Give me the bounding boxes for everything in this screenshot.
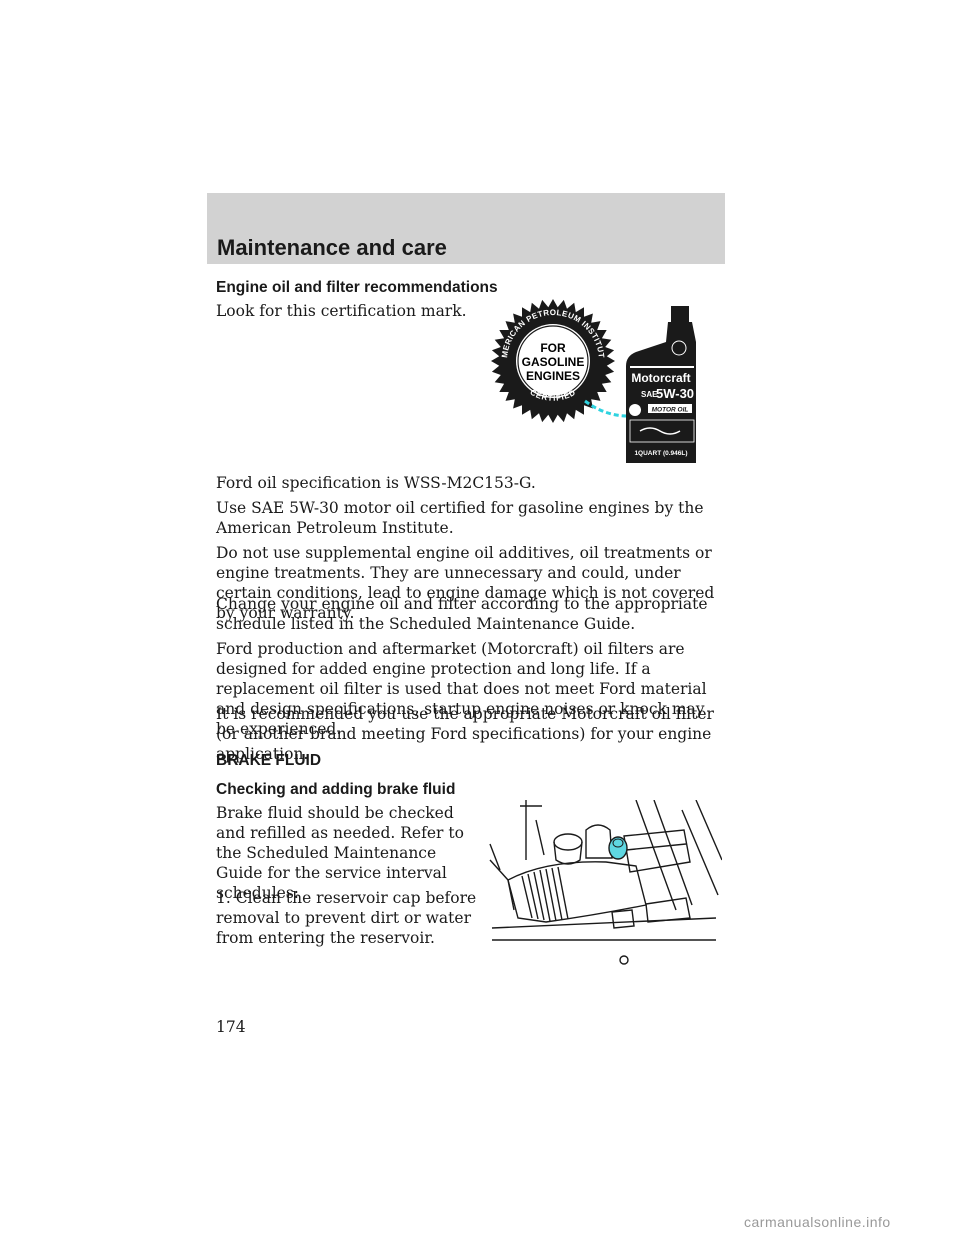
brake-reservoir-illustration bbox=[489, 800, 722, 965]
section-header-band bbox=[207, 193, 725, 264]
recommend-filter-text: It is recommended you use the appropriat… bbox=[216, 705, 714, 763]
bottle-grade: 5W-30 bbox=[656, 386, 694, 401]
brake-step-1-text: 1. Clean the reservoir cap before remova… bbox=[216, 889, 477, 947]
oil-heading: Engine oil and filter recommendations bbox=[216, 279, 498, 296]
bottle-type: MOTOR OIL bbox=[652, 407, 689, 414]
seal-line-3: ENGINES bbox=[526, 369, 580, 383]
seal-line-1: FOR bbox=[540, 341, 566, 355]
use-sae-text: Use SAE 5W-30 motor oil certified for ga… bbox=[216, 499, 704, 537]
bottle-sae: SAE bbox=[641, 390, 658, 399]
section-title: Maintenance and care bbox=[217, 235, 447, 260]
brake-fluid-heading: BRAKE FLUID bbox=[216, 752, 322, 769]
oil-certification-illustration: AMERICAN PETROLEUM INSTITUTE CERTIFIED F… bbox=[490, 298, 696, 463]
bottle-brand: Motorcraft bbox=[631, 371, 690, 385]
no-additives-text: Do not use supplemental engine oil addit… bbox=[216, 544, 715, 622]
page-number: 174 bbox=[216, 1018, 246, 1036]
seal-line-2: GASOLINE bbox=[522, 355, 585, 369]
oil-filters-text: Ford production and aftermarket (Motorcr… bbox=[216, 640, 707, 738]
look-for-text: Look for this certification mark. bbox=[216, 302, 467, 320]
change-oil-text: Change your engine oil and filter accord… bbox=[216, 595, 708, 633]
api-seal: AMERICAN PETROLEUM INSTITUTE CERTIFIED F… bbox=[490, 298, 615, 423]
seal-connector-arrow bbox=[584, 399, 629, 418]
brake-subheading: Checking and adding brake fluid bbox=[216, 781, 456, 798]
bottle-volume: 1QUART (0.946L) bbox=[634, 450, 687, 457]
oil-spec-text: Ford oil specification is WSS-M2C153-G. bbox=[216, 474, 536, 492]
site-watermark: carmanualsonline.info bbox=[744, 1214, 891, 1230]
brake-intro-text: Brake fluid should be checked and refill… bbox=[216, 804, 464, 902]
oil-bottle: Motorcraft SAE 5W-30 MOTOR OIL 1QUART (0… bbox=[626, 306, 696, 463]
brake-reservoir-cap bbox=[608, 836, 628, 860]
